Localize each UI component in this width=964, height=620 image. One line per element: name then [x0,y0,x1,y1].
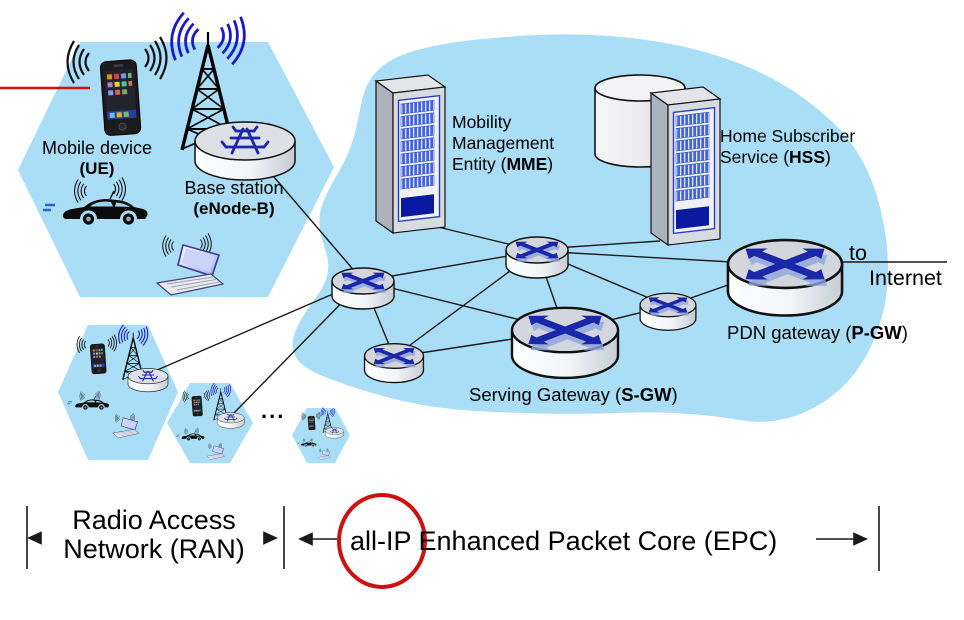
mobile-device-label: Mobile device (UE) [41,138,153,179]
router-icon-central [506,237,568,278]
all-ip-text: all-IP [350,526,412,556]
serving-gateway-icon [512,308,618,378]
mme-server-icon [375,74,446,234]
mme-label: Mobility Management Entity (MME) [452,112,555,174]
ran-footer-label: Radio Access Network (RAN) [63,505,245,564]
ran-cell-hexagon-3 [167,383,253,463]
ran-span-right-arrowhead [263,531,278,545]
epc-span-left-arrowhead [298,532,313,546]
internet-label-line1: to [849,241,867,265]
router-icon-right [640,293,696,330]
pdn-gateway-icon [728,240,842,315]
ran-cell-hexagon [18,42,334,297]
sgw-label: Serving Gateway (S-GW) [469,384,678,405]
ran-cell-hexagon-2 [58,325,178,460]
cells-ellipsis: ... [261,398,286,423]
epc-footer-label: all-IP Enhanced Packet Core (EPC) [350,526,778,556]
ran-span-left-arrowhead [27,531,42,545]
hss-label: Home Subscriber Service (HSS) [720,126,856,167]
epc-span-right-arrowhead [853,532,868,546]
all-ip-highlight-circle [337,493,427,589]
internet-label-line2: Internet [869,266,942,290]
router-icon-bottom [365,344,424,383]
pgw-label: PDN gateway (P-GW) [727,322,908,343]
ran-cell-hexagon-4 [292,408,350,463]
footer-span-marks [26,506,880,571]
hss-server-icon [650,86,721,246]
router-icon-left [332,268,394,309]
base-station-label: Base station (eNode-B) [184,178,284,219]
